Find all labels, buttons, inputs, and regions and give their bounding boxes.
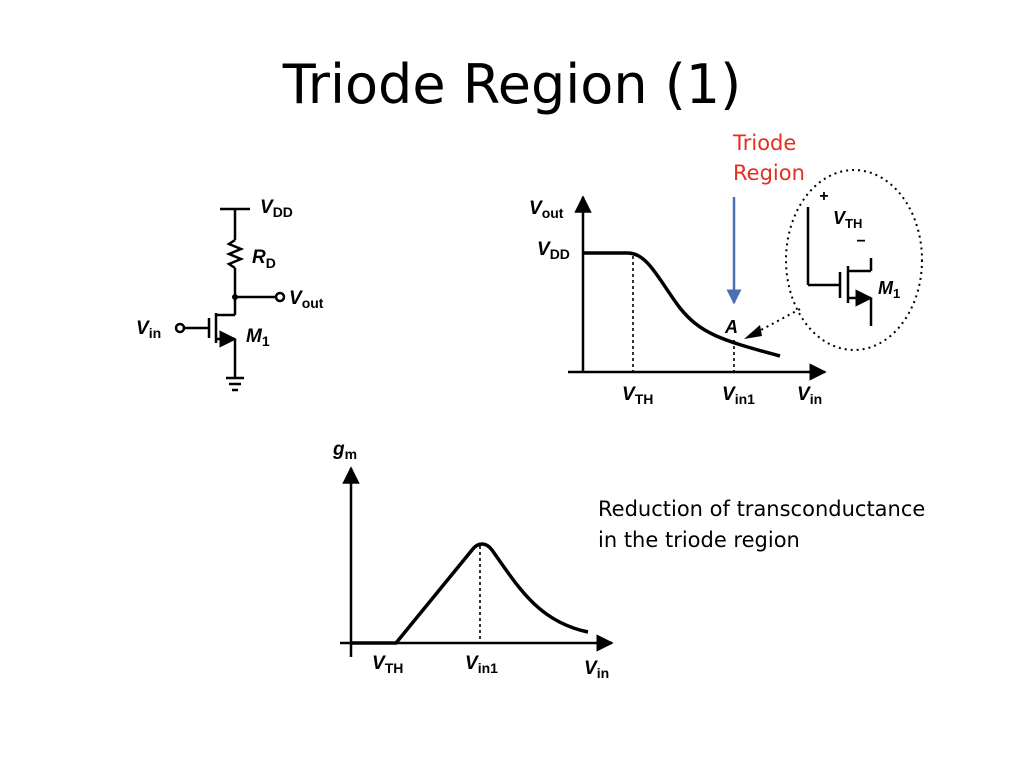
- gm-vin-axis-label: Vin: [584, 658, 609, 681]
- vth-tick-label: VTH: [622, 384, 653, 407]
- vout-transfer-curve: [583, 251, 781, 358]
- vin-axis-label: Vin: [797, 384, 822, 407]
- inset-m1-label: M1: [878, 278, 900, 301]
- gm-vin1-tick-label: Vin1: [465, 653, 498, 676]
- rd-label: RD: [252, 247, 276, 271]
- inset-vth-label: VTH: [833, 208, 862, 231]
- triode-inset: [744, 169, 923, 351]
- gm-curve: [351, 542, 589, 645]
- inset-pointer-head: [744, 325, 762, 339]
- point-a-label: A: [724, 317, 738, 337]
- resistor-rd: [225, 238, 245, 270]
- vout-label: Vout: [289, 288, 324, 311]
- inset-dotted-ellipse: [785, 169, 923, 351]
- slide-title: Triode Region (1): [282, 53, 742, 116]
- vin-terminal: [174, 322, 186, 334]
- vout-terminal: [274, 291, 286, 303]
- transconductance-caption: Reduction of transconductance in the tri…: [598, 497, 926, 552]
- vdd-label: VDD: [260, 197, 293, 220]
- inset-minus-sign: −: [856, 233, 865, 250]
- inset-plus-sign: +: [819, 188, 828, 205]
- vin-label: Vin: [136, 318, 161, 341]
- m1-label: M1: [246, 326, 270, 349]
- gm-vth-tick-label: VTH: [372, 653, 403, 676]
- triode-region-label: Triode Region: [733, 131, 805, 185]
- gm-axis-label: gm: [332, 439, 357, 462]
- gm-vs-vin-plot: [340, 466, 614, 657]
- vout-axis-label: Vout: [529, 198, 564, 221]
- common-source-circuit: [174, 207, 286, 392]
- vout-vs-vin-plot: [568, 195, 827, 381]
- vdd-tick-label: VDD: [537, 239, 570, 262]
- vin1-tick-label: Vin1: [722, 384, 755, 407]
